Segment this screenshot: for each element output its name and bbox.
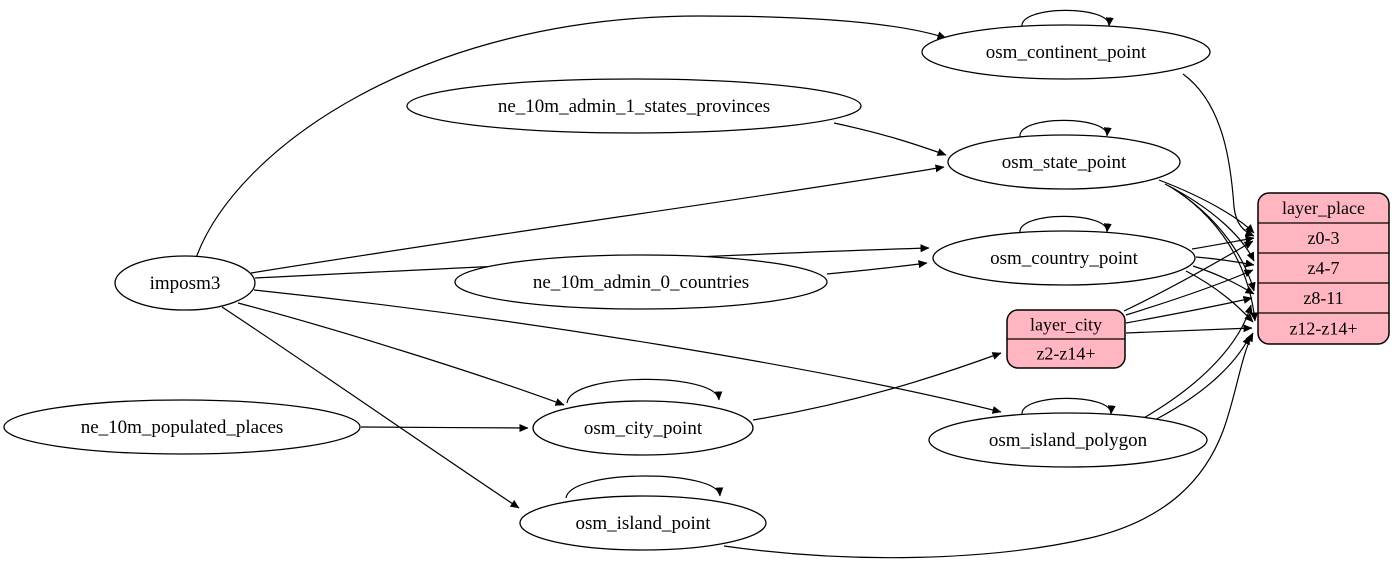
edge-osm_island_polygon-to-layer_place:z8-11 <box>1141 304 1253 420</box>
edge-ne_10m_admin_0_countries-to-osm_country_point <box>826 260 928 275</box>
osm_island_polygon-label: osm_island_polygon <box>989 430 1148 451</box>
layer_place-box <box>1257 192 1390 345</box>
edge-osm_city_point-to-layer_city:z2-z14+ <box>752 352 1002 421</box>
osm_state_point-shape <box>947 134 1181 190</box>
edge-imposm3-to-osm_island_point <box>221 306 520 509</box>
osm_city_point-label: osm_city_point <box>584 418 703 439</box>
osm_island_polygon-shape <box>928 412 1208 468</box>
layer_city-row-layer_city_header-label: layer_city <box>1030 315 1102 335</box>
node-osm_island_point: osm_island_point <box>519 495 767 551</box>
edge-ne_10m_admin_1_states_provinces-to-osm_state_point <box>833 122 947 156</box>
layer_place-row-z12-z14+-label: z12-z14+ <box>1289 319 1357 339</box>
edge-layer_city-to-layer_place:z8-11 <box>1125 296 1253 324</box>
self-loop-osm_island_point <box>565 475 724 499</box>
edge-imposm3-to-osm_island_polygon <box>253 289 1002 414</box>
node-ne_10m_populated_places: ne_10m_populated_places <box>3 399 361 455</box>
edge-ne_10m_populated_places-to-osm_city_point <box>360 423 529 432</box>
layer_place-row-z4-7-label: z4-7 <box>1308 258 1340 278</box>
node-ne_10m_admin_1_states_provinces: ne_10m_admin_1_states_provinces <box>406 78 862 134</box>
self-loop-osm_continent_point <box>1021 9 1114 28</box>
node-osm_country_point: osm_country_point <box>932 230 1196 286</box>
node-osm_island_polygon: osm_island_polygon <box>928 412 1208 468</box>
edge-osm_state_point-to-layer_place:z0-3 <box>1158 179 1255 234</box>
edge-osm_country_point-to-layer_place:z0-3 <box>1191 235 1255 250</box>
edge-layer_city-to-layer_place:z12-z14+ <box>1125 324 1253 334</box>
edge-imposm3-to-osm_state_point <box>250 164 945 274</box>
layer_place-row-z8-11-label: z8-11 <box>1303 288 1343 308</box>
ne_10m_admin_1_states_provinces-shape <box>406 78 862 134</box>
edge-layer_city-to-layer_place:z4-7 <box>1125 269 1254 316</box>
node-osm_city_point: osm_city_point <box>532 400 754 456</box>
osm_island_point-shape <box>519 495 767 551</box>
osm_state_point-label: osm_state_point <box>1002 152 1127 173</box>
node-layer_place: layer_place z0-3 z4-7 z8-11 z12-z14+ <box>1257 192 1390 345</box>
edge-osm_state_point-to-layer_place:z4-7 <box>1164 183 1255 262</box>
osm_country_point-shape <box>932 230 1196 286</box>
edge-osm_country_point-to-layer_place:z12-z14+ <box>1185 270 1254 323</box>
layer_city-row-z2-z14+-label: z2-z14+ <box>1036 344 1095 364</box>
ne_10m_admin_0_countries-shape <box>454 254 828 310</box>
osm_city_point-shape <box>532 400 754 456</box>
node-layer_city: layer_city z2-z14+ <box>1006 309 1126 369</box>
layer_place-row-layer_place_header-label: layer_place <box>1282 198 1365 218</box>
osm_continent_point-label: osm_continent_point <box>986 42 1147 63</box>
ne_10m_populated_places-label: ne_10m_populated_places <box>81 417 284 438</box>
ne_10m_admin_1_states_provinces-label: ne_10m_admin_1_states_provinces <box>498 96 770 117</box>
node-imposm3: imposm3 <box>114 255 256 311</box>
node-osm_state_point: osm_state_point <box>947 134 1181 190</box>
edge-imposm3-to-osm_city_point <box>237 302 565 406</box>
self-loop-osm_island_polygon <box>1021 397 1116 416</box>
edge-osm_state_point-to-layer_place:z12-z14+ <box>1172 187 1259 322</box>
osm_country_point-label: osm_country_point <box>990 248 1138 269</box>
edge-layer_city-to-layer_place:z0-3 <box>1123 240 1254 312</box>
self-loop-osm_city_point <box>566 378 723 404</box>
edge-imposm3-to-osm_continent_point <box>195 15 947 259</box>
osm_continent_point-shape <box>921 24 1211 80</box>
edge-osm_island_point-to-layer_place:z12-z14+ <box>723 332 1254 559</box>
imposm3-shape <box>114 255 256 311</box>
node-ne_10m_admin_0_countries: ne_10m_admin_0_countries <box>454 254 828 310</box>
edge-osm_continent_point-to-layer_place:z0-3 <box>1182 73 1255 237</box>
ne_10m_admin_0_countries-label: ne_10m_admin_0_countries <box>533 272 749 293</box>
imposm3-label: imposm3 <box>150 273 221 294</box>
ne_10m_populated_places-shape <box>3 399 361 455</box>
osm_island_point-label: osm_island_point <box>575 513 711 534</box>
node-osm_continent_point: osm_continent_point <box>921 24 1211 80</box>
edge-osm_country_point-to-layer_place:z4-7 <box>1195 256 1255 268</box>
edge-osm_island_polygon-to-layer_place:z12-z14+ <box>1148 335 1251 424</box>
self-loop-osm_state_point <box>1019 119 1112 138</box>
layer_place-row-z0-3-label: z0-3 <box>1308 228 1340 248</box>
self-loop-osm_country_point <box>1019 215 1112 234</box>
